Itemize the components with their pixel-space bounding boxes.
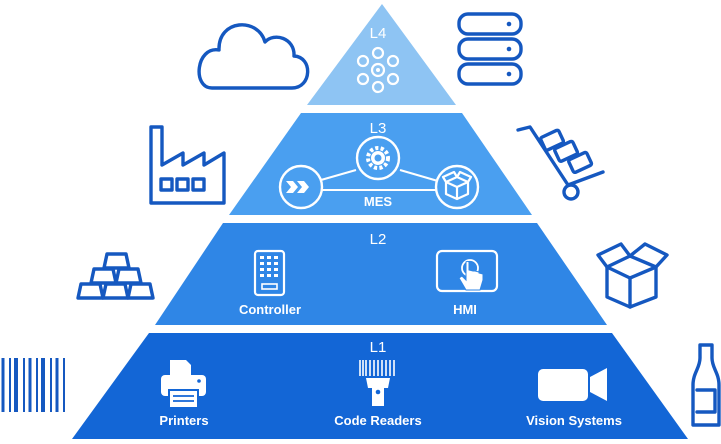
printers-label: Printers (159, 413, 208, 428)
open-box-icon (596, 242, 669, 309)
factory-icon (149, 125, 226, 205)
code-readers-label: Code Readers (334, 413, 421, 428)
controller-label: Controller (239, 302, 301, 317)
printer-icon (161, 360, 206, 409)
bars-stack-icon (76, 252, 155, 300)
level-label-l1: L1 (370, 339, 387, 356)
mes-label: MES (364, 194, 393, 209)
level-label-l3: L3 (370, 120, 387, 137)
controller-icon (253, 249, 286, 297)
network-hub-icon (356, 46, 400, 94)
cloud-icon (197, 23, 310, 90)
barcode-icon (1, 358, 65, 412)
video-camera-icon (538, 368, 607, 401)
level-label-l2: L2 (370, 231, 387, 248)
touch-screen-icon (435, 249, 499, 293)
hand-truck-icon (516, 125, 605, 201)
tier-l4 (307, 4, 456, 105)
hmi-label: HMI (453, 302, 477, 317)
database-icon (457, 12, 523, 86)
box-icon (434, 164, 480, 210)
arrows-icon (278, 164, 324, 210)
bottle-icon (691, 343, 721, 427)
tier-l2 (155, 223, 607, 325)
gear-icon (355, 135, 401, 181)
barcode-scanner-icon (359, 360, 395, 406)
level-label-l4: L4 (370, 25, 387, 42)
vision-systems-label: Vision Systems (526, 413, 622, 428)
